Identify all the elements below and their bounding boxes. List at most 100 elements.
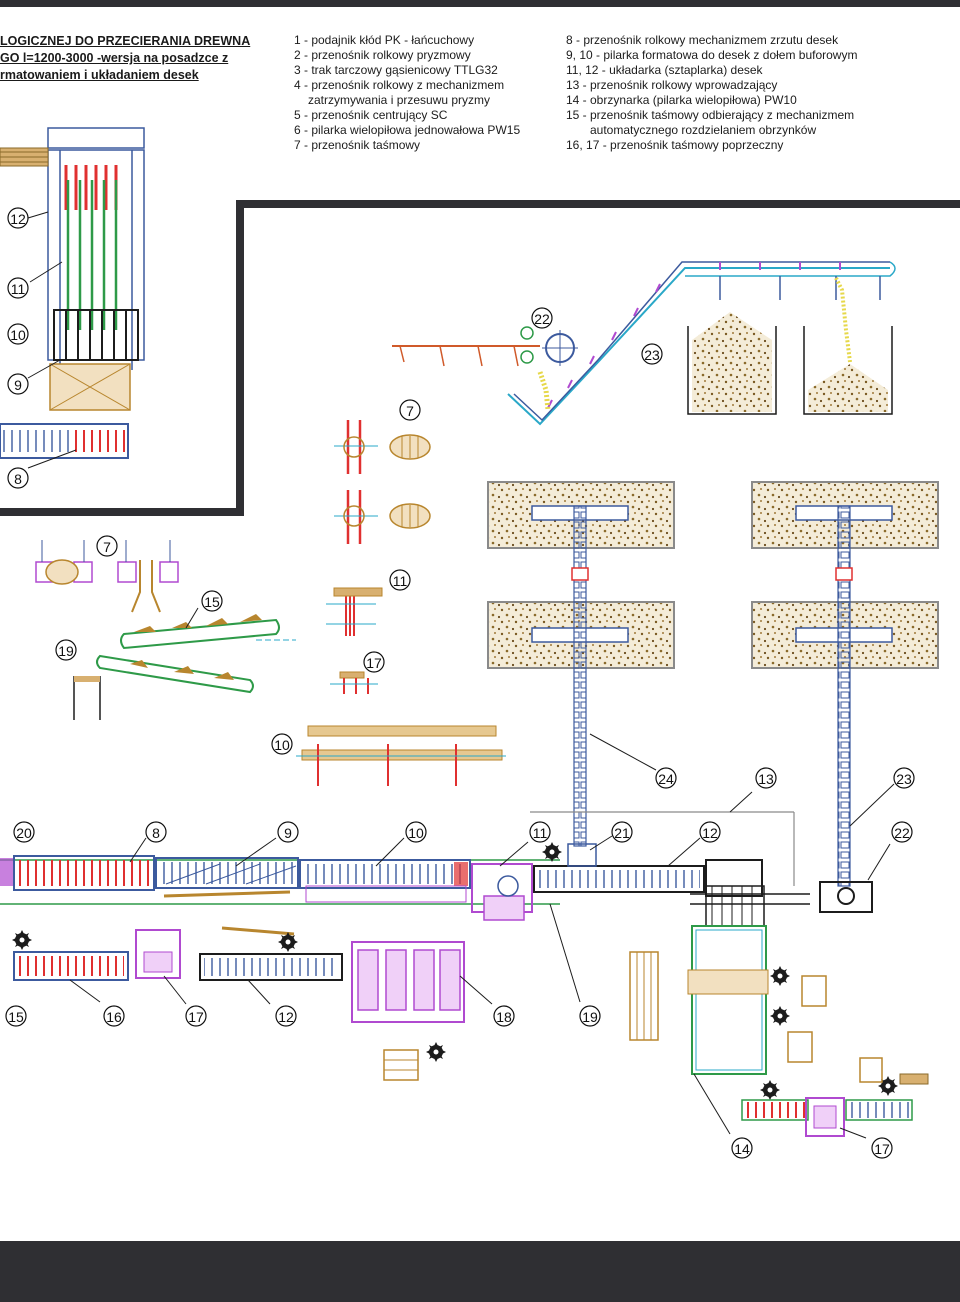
sawblade-icon [426, 1042, 446, 1062]
svg-text:24: 24 [658, 771, 674, 787]
svg-text:15: 15 [8, 1009, 24, 1025]
svg-text:9: 9 [14, 377, 22, 393]
sawblade-icon [878, 1076, 898, 1096]
svg-text:12: 12 [278, 1009, 294, 1025]
callout-marker: 18 [493, 1005, 515, 1027]
callout-marker: 15 [5, 1005, 27, 1027]
sawblade-icon [770, 1006, 790, 1026]
callout-marker: 11 [389, 569, 411, 591]
legend-item: 11, 12 - układarka (sztaplarka) desek [566, 63, 763, 77]
title-line-1: LOGICZNEJ DO PRZECIERANIA DREWNA [0, 34, 251, 48]
svg-text:11: 11 [533, 825, 548, 841]
callout-marker: 16 [103, 1005, 125, 1027]
svg-text:9: 9 [284, 825, 292, 841]
svg-text:16: 16 [106, 1009, 122, 1025]
marker-group-inset: 12 11 10 9 8 [7, 207, 29, 489]
sawblade-icon [770, 966, 790, 986]
callout-marker: 10 [7, 323, 29, 345]
bottom-frame-bar [0, 1241, 960, 1302]
callout-marker: 10 [271, 733, 293, 755]
callout-marker: 7 [96, 535, 118, 557]
sawblade-icon [542, 842, 562, 862]
callout-marker: 22 [891, 821, 913, 843]
callout-marker: 9 [7, 373, 29, 395]
legend-item: 2 - przenośnik rolkowy pryzmowy [294, 48, 471, 62]
svg-text:14: 14 [734, 1141, 750, 1157]
svg-text:15: 15 [204, 594, 220, 610]
callout-marker: 12 [7, 207, 29, 229]
marker-group-line: 24 13 23 20 8 9 10 11 21 12 22 [13, 767, 915, 843]
leader-lines [27, 211, 895, 1139]
main-line [0, 811, 898, 1100]
callout-marker: 22 [531, 307, 553, 329]
marker-group-upper: 22 23 7 7 11 15 17 19 10 [55, 307, 663, 755]
legend-item: 13 - przenośnik rolkowy wprowadzający [566, 78, 778, 92]
svg-text:19: 19 [58, 643, 74, 659]
callout-marker: 19 [579, 1005, 601, 1027]
legend-item: 5 - przenośnik centrujący SC [294, 108, 448, 122]
svg-text:17: 17 [874, 1141, 890, 1157]
svg-text:12: 12 [10, 211, 26, 227]
svg-text:19: 19 [582, 1009, 598, 1025]
callout-marker: 8 [7, 467, 29, 489]
callout-marker: 9 [277, 821, 299, 843]
legend-left: 1 - podajnik kłód PK - łańcuchowy 2 - pr… [294, 33, 520, 153]
callout-marker: 23 [641, 343, 663, 365]
svg-text:10: 10 [10, 327, 26, 343]
svg-text:7: 7 [406, 403, 414, 419]
callout-marker: 10 [405, 821, 427, 843]
callout-marker: 15 [201, 590, 223, 612]
inset-view [0, 127, 960, 516]
svg-text:23: 23 [896, 771, 912, 787]
callout-marker: 20 [13, 821, 35, 843]
callout-marker: 21 [611, 821, 633, 843]
sawdust-bins [487, 481, 939, 887]
svg-text:11: 11 [11, 281, 26, 297]
callout-marker: 17 [185, 1005, 207, 1027]
marker-group-lower: 15 16 17 12 18 19 14 17 [5, 1005, 893, 1159]
callout-marker: 13 [755, 767, 777, 789]
callout-marker: 11 [529, 821, 551, 843]
inset-stacker-frame [0, 127, 145, 459]
svg-text:23: 23 [644, 347, 660, 363]
legend-right: 8 - przenośnik rolkowy mechanizmem zrzut… [566, 33, 857, 153]
svg-text:7: 7 [103, 539, 111, 555]
svg-text:17: 17 [366, 655, 382, 671]
callout-marker: 11 [7, 277, 29, 299]
legend-item: automatycznego rozdzielaniem obrzynków [590, 123, 817, 137]
svg-text:10: 10 [408, 825, 424, 841]
sawblade-icon [12, 930, 32, 950]
callout-marker: 17 [363, 651, 385, 673]
callout-marker: 7 [399, 399, 421, 421]
svg-text:8: 8 [14, 471, 22, 487]
svg-text:13: 13 [758, 771, 774, 787]
svg-text:18: 18 [496, 1009, 512, 1025]
sawblade-icon [278, 932, 298, 952]
top-frame-bar [0, 0, 960, 7]
callout-marker: 23 [893, 767, 915, 789]
title-line-3: rmatowaniem i układaniem desek [0, 68, 199, 82]
lower-section [13, 885, 929, 1137]
title-line-2: GO l=1200-3000 -wersja na posadzce z [0, 51, 229, 65]
svg-text:22: 22 [894, 825, 910, 841]
callout-marker: 24 [655, 767, 677, 789]
svg-text:12: 12 [702, 825, 718, 841]
legend-item: 7 - przenośnik taśmowy [294, 138, 421, 152]
svg-text:11: 11 [393, 573, 408, 589]
callout-marker: 8 [145, 821, 167, 843]
legend-item: 3 - trak tarczowy gąsienicowy TTLG32 [294, 63, 498, 77]
callout-marker: 12 [275, 1005, 297, 1027]
legend-item: 14 - obrzynarka (pilarka wielopiłowa) PW… [566, 93, 797, 107]
sawdust-conveyor-top [392, 261, 896, 426]
svg-text:10: 10 [274, 737, 290, 753]
detail-drawings [35, 420, 506, 786]
callout-marker: 14 [731, 1137, 753, 1159]
svg-text:8: 8 [152, 825, 160, 841]
plant-layout-drawing: 12 11 10 9 8 22 23 7 7 11 15 17 19 10 24… [0, 127, 960, 1159]
callout-marker: 12 [699, 821, 721, 843]
legend-item: 8 - przenośnik rolkowy mechanizmem zrzut… [566, 33, 839, 47]
svg-text:17: 17 [188, 1009, 204, 1025]
callout-marker: 17 [871, 1137, 893, 1159]
svg-text:20: 20 [16, 825, 32, 841]
legend-item: zatrzymywania i przesuwu pryzmy [308, 93, 491, 107]
